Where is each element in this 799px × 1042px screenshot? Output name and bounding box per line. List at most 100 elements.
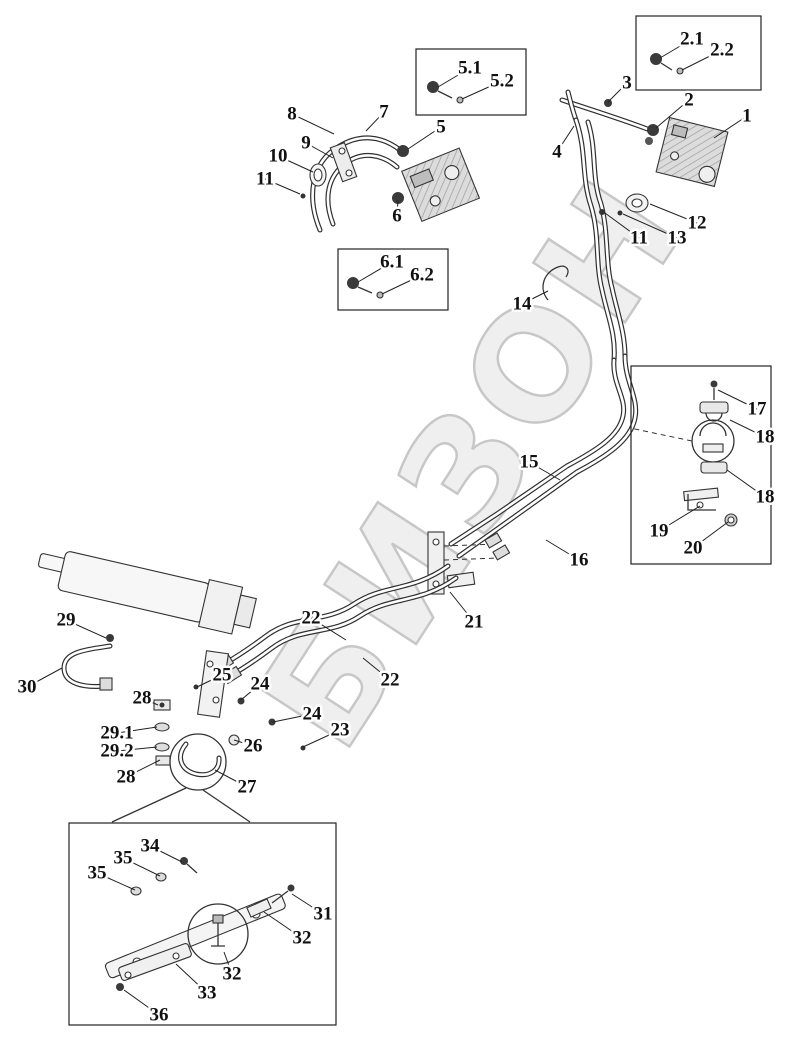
valve-nipple-32: [212, 914, 224, 924]
left-valve-body: [400, 147, 481, 223]
union-nut-6: [392, 192, 404, 204]
tube-core: [222, 564, 450, 666]
leader-line-26: [233, 739, 254, 747]
callout-35: 35: [88, 863, 107, 884]
bracket-plate: [197, 650, 229, 718]
alignment-dash: [443, 557, 499, 561]
leader-line-4: [556, 125, 575, 153]
callout-1: 1: [742, 106, 752, 127]
callout-35: 35: [114, 848, 133, 869]
detail-box-clamps: [630, 365, 772, 565]
detail-box-bracket: [68, 822, 337, 1026]
leader-line-28: [125, 759, 161, 778]
washer-35b: [130, 886, 142, 896]
leader-line-2: [655, 99, 690, 129]
leader-line-6.2: [381, 274, 423, 295]
callout-25: 25: [213, 665, 232, 686]
leader-line-32: [223, 951, 233, 975]
bolt-detail-6: [347, 277, 384, 299]
leader-line-28: [141, 697, 159, 706]
callout-5.2: 5.2: [490, 71, 514, 92]
leader-line-24: [272, 713, 313, 723]
bracket-33: [118, 943, 192, 981]
leader-line-17: [717, 389, 758, 410]
bracket-detail-content: [104, 857, 295, 991]
callout-13: 13: [668, 228, 687, 249]
fitting-25: [193, 684, 199, 690]
callout-33: 33: [198, 983, 217, 1004]
nut-29: [106, 634, 114, 642]
leader-line-22: [362, 657, 391, 681]
callout-5: 5: [436, 117, 446, 138]
callout-2: 2: [684, 90, 694, 111]
callout-15: 15: [520, 452, 539, 473]
nut-11: [599, 209, 605, 215]
callout-2.1: 2.1: [680, 29, 704, 50]
cylinder-body: [37, 551, 257, 635]
callout-6: 6: [392, 206, 402, 227]
bolt-detail-2: [650, 53, 684, 75]
detail-circle-27: [169, 733, 227, 791]
callout-21: 21: [465, 612, 484, 633]
flange-bolt-hole: [345, 169, 353, 177]
tube-core: [62, 644, 112, 688]
leader-line-30: [26, 667, 63, 688]
leader-line-33: [175, 963, 208, 994]
leader-line-34: [149, 845, 183, 863]
bolt-24b: [268, 718, 276, 726]
leader-line-24: [240, 683, 261, 701]
nut-3: [604, 99, 612, 107]
union-nut-2: [647, 124, 659, 136]
callout-28: 28: [117, 767, 136, 788]
callout-23: 23: [331, 720, 350, 741]
callout-22: 22: [302, 608, 321, 629]
leader-line-7: [365, 111, 385, 132]
leader-line-29.1: [116, 726, 158, 734]
leader-line-32: [263, 911, 303, 939]
bolt-31: [287, 884, 295, 892]
bolt-24: [237, 697, 245, 705]
tube-core: [457, 354, 638, 558]
callout-19: 19: [650, 521, 669, 542]
callout-11: 11: [256, 169, 274, 190]
tube-core: [179, 742, 221, 776]
callout-36: 36: [150, 1005, 169, 1026]
detail-box-2: [635, 15, 762, 91]
callout-12: 12: [688, 213, 707, 234]
callout-6.2: 6.2: [410, 265, 434, 286]
right-valve-body: [655, 116, 729, 188]
leader-line-2.2: [681, 49, 723, 71]
leader-line-29: [65, 619, 107, 639]
leader-line-29.2: [116, 746, 158, 752]
bracket-33-hole: [172, 952, 180, 960]
callout-30: 30: [18, 677, 37, 698]
callout-7: 7: [379, 102, 389, 123]
left-brake-valve-assembly: [300, 135, 481, 233]
leader-line-21: [449, 591, 475, 623]
leader-line-9: [305, 142, 334, 159]
hose-fitting: [492, 544, 511, 561]
callout-3: 3: [622, 73, 632, 94]
leader-line-22: [310, 617, 347, 641]
leader-line-23: [302, 729, 341, 748]
leader-line-6.1: [357, 261, 393, 283]
leader-line-1: [713, 115, 748, 139]
callout-9: 9: [301, 133, 311, 154]
tube-core: [586, 120, 627, 358]
plate-32: [246, 898, 272, 918]
leader-line-10: [277, 155, 314, 173]
screw-11: [300, 193, 306, 199]
callout-5.1: 5.1: [458, 58, 482, 79]
tube-core: [574, 118, 616, 362]
tube-core: [311, 136, 402, 232]
leader-line-13: [622, 213, 678, 239]
detail-box-6: [337, 248, 449, 311]
clamp-10-inner: [313, 168, 323, 182]
leader-line-12: [649, 203, 698, 224]
callout-29.2: 29.2: [100, 741, 133, 762]
leader-line-3: [607, 82, 628, 103]
leader-line-20: [692, 521, 729, 549]
callout-31: 31: [314, 904, 333, 925]
bolt-36: [116, 983, 124, 991]
